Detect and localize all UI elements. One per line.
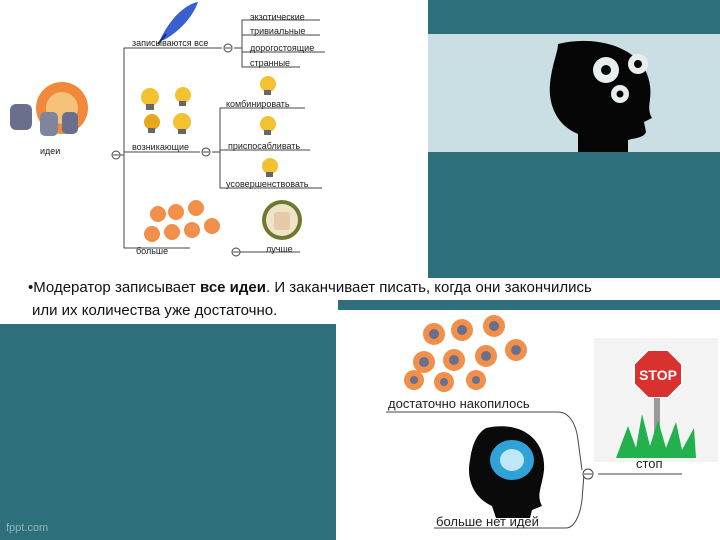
gear-icon — [593, 54, 648, 103]
lightbulb-icon — [141, 76, 278, 177]
label-enough-accumulated: достаточно накопилось — [388, 396, 530, 411]
caption-line2: или их количества уже достаточно. — [32, 302, 278, 319]
caption-bullet: • — [28, 279, 34, 296]
branch-arising: возникающие — [132, 142, 190, 152]
root-label-ideas: идеи — [40, 146, 61, 156]
mindmap-connectors — [10, 2, 325, 257]
explosion-cluster-icon — [404, 315, 527, 392]
mindmap-ideas-card: идеи записываются все возникающие больше… — [0, 0, 428, 278]
moderator-caption: •Модератор записывает все идеи. И заканч… — [28, 276, 720, 322]
branch-more: больше — [136, 246, 169, 256]
leaf-combine: комбинировать — [226, 99, 290, 109]
leaf-strange: странные — [250, 58, 291, 68]
leaf-better: лучше — [266, 244, 293, 254]
bottom-mindmap-card: STOP достаточно накопилось больше нет ид… — [336, 310, 720, 540]
watermark: fppt.com — [6, 522, 49, 534]
leaf-improve: усовершенствовать — [226, 179, 309, 189]
leaf-expensive: дорогостоящие — [250, 43, 315, 53]
label-stop: стоп — [636, 456, 663, 471]
label-no-more-ideas: больше нет идей — [436, 514, 539, 529]
stop-sign-icon: STOP — [594, 338, 718, 462]
caption-part1: Модератор записывает — [33, 279, 200, 296]
caption-line1: •Модератор записывает все идеи. И заканч… — [28, 276, 720, 299]
top-right-strip — [428, 0, 720, 34]
head-gears-icon — [549, 40, 652, 152]
stop-sign-text: STOP — [639, 367, 677, 383]
caption-background-line2 — [0, 300, 338, 324]
caption-part2: . И заканчивает писать, когда они законч… — [266, 279, 592, 296]
bottom-connectors: STOP — [386, 315, 718, 529]
caption-background-line1 — [0, 278, 720, 300]
head-gears-panel — [428, 34, 720, 152]
exploding-heads-icon — [10, 82, 88, 136]
leaf-trivial: тривиальные — [250, 26, 306, 36]
leaf-exotic: экзотические — [250, 12, 305, 22]
xray-head-icon — [468, 426, 545, 518]
thumbs-up-icon — [262, 200, 302, 240]
branch-write-all: записываются все — [132, 38, 209, 48]
quill-icon — [157, 2, 198, 45]
explosion-cluster-icon — [144, 200, 220, 242]
leaf-adapt: приспосабливать — [228, 141, 301, 151]
caption-bold: все идеи — [199, 279, 266, 296]
